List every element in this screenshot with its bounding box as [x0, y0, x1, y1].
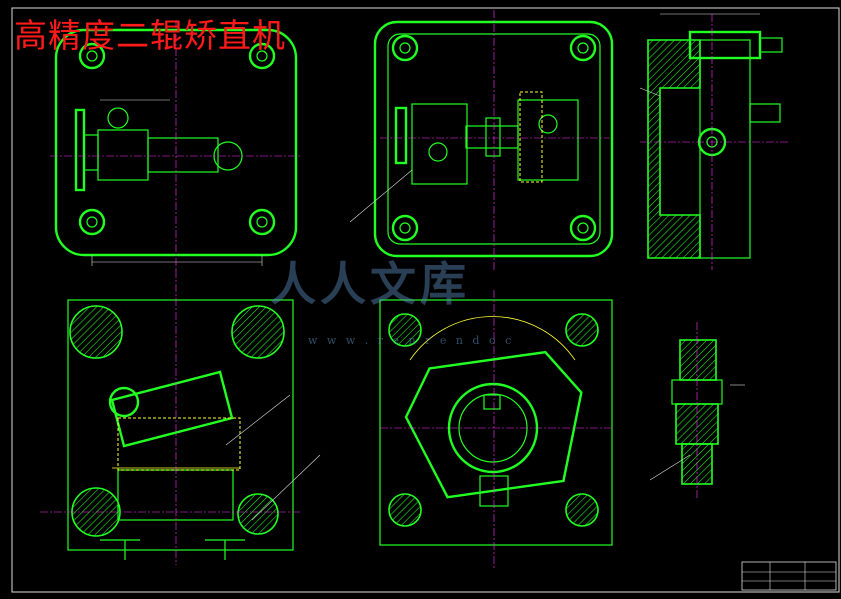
- watermark-url: w w w . r e n r e n d o c: [308, 334, 515, 347]
- view-top-middle: [373, 10, 614, 270]
- drawing-border: [11, 7, 840, 593]
- drawing-title: 高精度二辊矫直机: [14, 16, 286, 55]
- watermark-logo: 人人文库: [270, 257, 470, 311]
- view-bottom-right: [671, 322, 745, 500]
- view-top-right: [640, 13, 790, 270]
- view-bottom-left: [40, 270, 300, 565]
- title-block: [741, 561, 837, 591]
- view-bottom-middle: [379, 290, 613, 570]
- leader-lines: [225, 87, 691, 521]
- view-top-left: [50, 20, 300, 272]
